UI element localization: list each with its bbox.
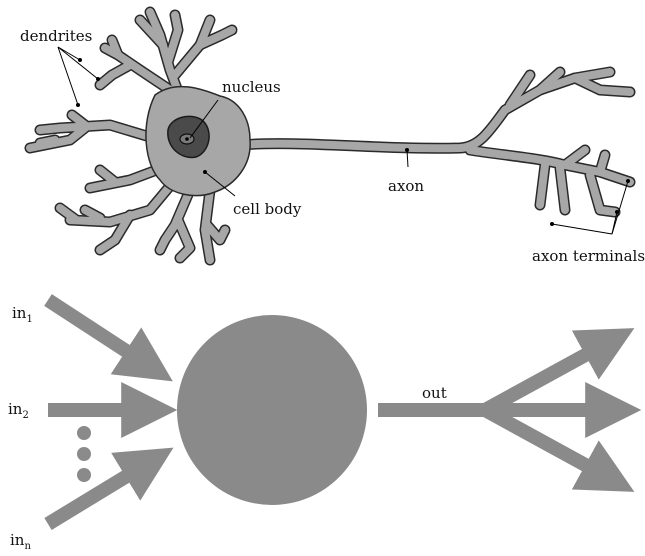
input-label-1-sub: 1 [26,314,32,325]
nucleolus-center [185,137,189,141]
artificial-neuron-model: in1 in2 inn out [8,300,602,552]
ellipsis-dot [77,447,91,461]
input-label-2-sub: 2 [22,410,28,421]
output-arrow-down [485,410,600,473]
input-arrow-n [48,468,140,524]
input-arrows [48,300,140,524]
axon-label: axon [388,177,424,195]
input-label-n-base: in [10,531,25,549]
input-label-n-sub: n [24,541,31,552]
output-label: out [422,384,447,402]
output-arrow-up [485,347,600,410]
nucleus-label: nucleus [222,78,281,96]
input-label-n: inn [10,531,31,552]
input-label-1: in1 [12,304,33,325]
ellipsis-dot [77,468,91,482]
neuron-node [177,315,367,505]
axon-fill [240,72,630,212]
ellipsis-dots [77,426,91,482]
dendrites-label: dendrites [20,27,92,45]
output-arrows [378,347,602,473]
axon-terminals-label: axon terminals [532,247,645,265]
input-label-2-base: in [8,400,23,418]
ellipsis-dot [77,426,91,440]
input-label-2: in2 [8,400,29,421]
cell-body-label: cell body [233,200,302,218]
input-label-1-base: in [12,304,27,322]
biological-neuron: dendrites nucleus cell body axon axon te… [20,12,645,265]
input-arrow-1 [48,300,140,360]
